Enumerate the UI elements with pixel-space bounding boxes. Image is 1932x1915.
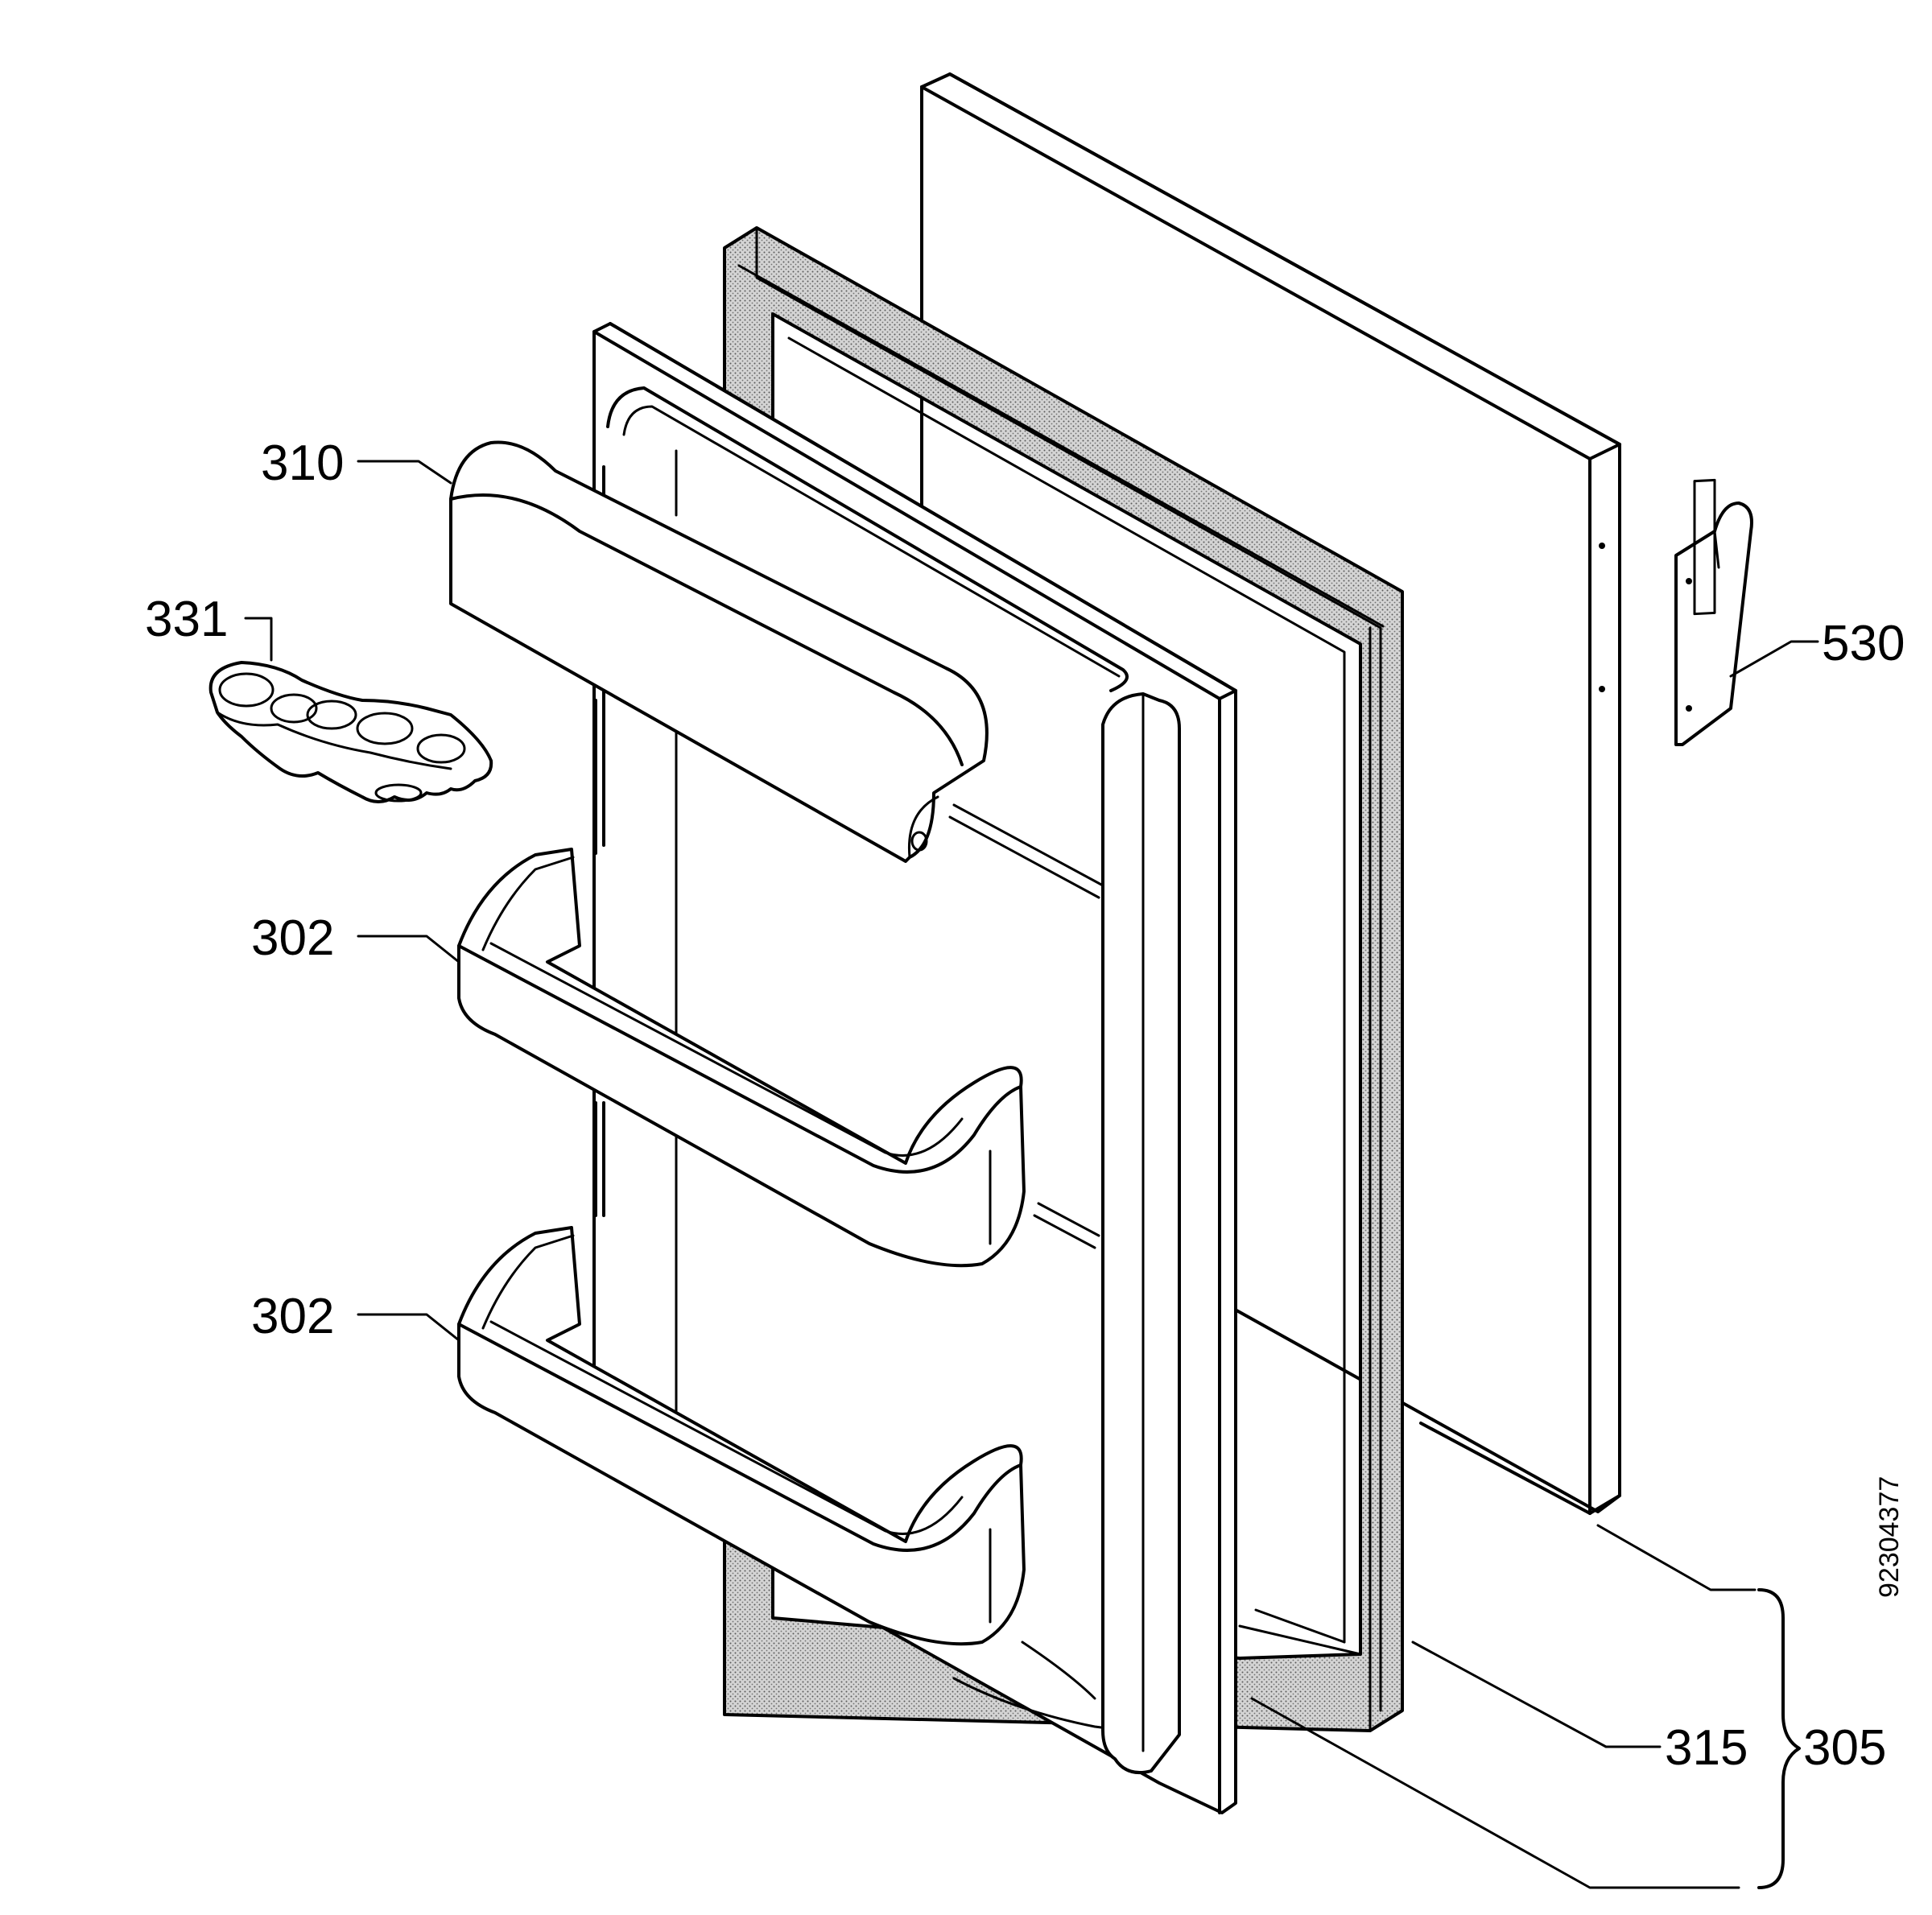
- hinge-bracket: [1674, 478, 1753, 746]
- callout-302-lower: 302: [251, 1289, 334, 1344]
- callout-310: 310: [261, 435, 344, 491]
- shelf-cover: [449, 440, 989, 863]
- leader-lines: [244, 460, 1819, 1889]
- upper-door-shelf: [457, 848, 1026, 1268]
- document-id: 92304377: [1874, 1476, 1905, 1598]
- egg-tray: [208, 661, 493, 803]
- callout-305: 305: [1803, 1720, 1886, 1776]
- lower-door-shelf: [457, 1226, 1026, 1646]
- callout-302-upper: 302: [251, 910, 334, 966]
- callout-530: 530: [1822, 616, 1905, 671]
- callout-315: 315: [1665, 1720, 1748, 1776]
- callout-331: 331: [145, 592, 228, 647]
